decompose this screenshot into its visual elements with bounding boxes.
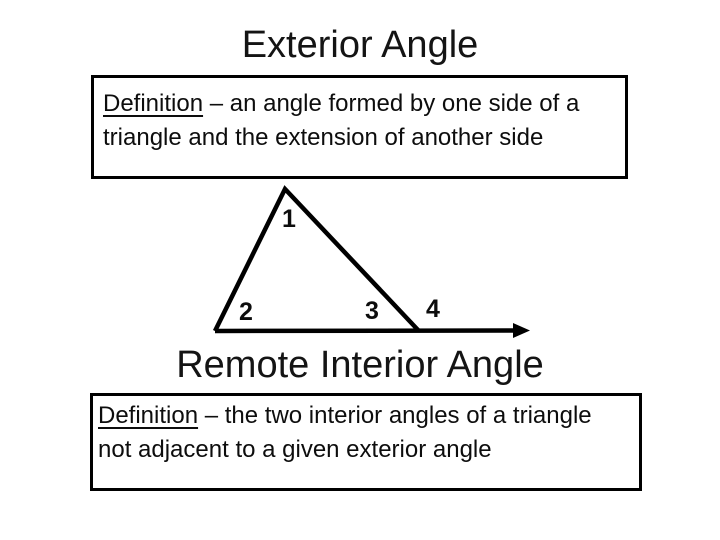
remote-definition-box: Definition – the two interior angles of … [90,393,642,491]
exterior-definition-line1-rest: – an angle formed by one side of a [203,90,580,117]
triangle-diagram [212,185,530,338]
triangle-sides [212,185,420,332]
exterior-definition-box: Definition – an angle formed by one side… [91,75,628,179]
remote-definition-line2: not adjacent to a given exterior angle [98,436,492,463]
extended-base-line [214,328,520,334]
remote-definition-line1: Definition – the two interior angles of … [98,399,633,433]
angle-label-1: 1 [282,205,296,233]
remote-definition-term: Definition [98,402,199,429]
exterior-angle-title: Exterior Angle [241,24,479,66]
ray-arrowhead-icon [513,323,530,338]
remote-interior-angle-title: Remote Interior Angle [176,344,544,386]
remote-definition-line1-rest: – the two interior angles of a triangle [198,402,592,429]
exterior-definition-term: Definition [103,90,204,117]
exterior-definition-line1: Definition – an angle formed by one side… [103,87,617,121]
angle-label-4: 4 [426,295,440,323]
exterior-definition-line2: triangle and the extension of another si… [103,124,544,151]
angle-label-2: 2 [239,298,253,326]
angle-label-3: 3 [365,297,379,325]
